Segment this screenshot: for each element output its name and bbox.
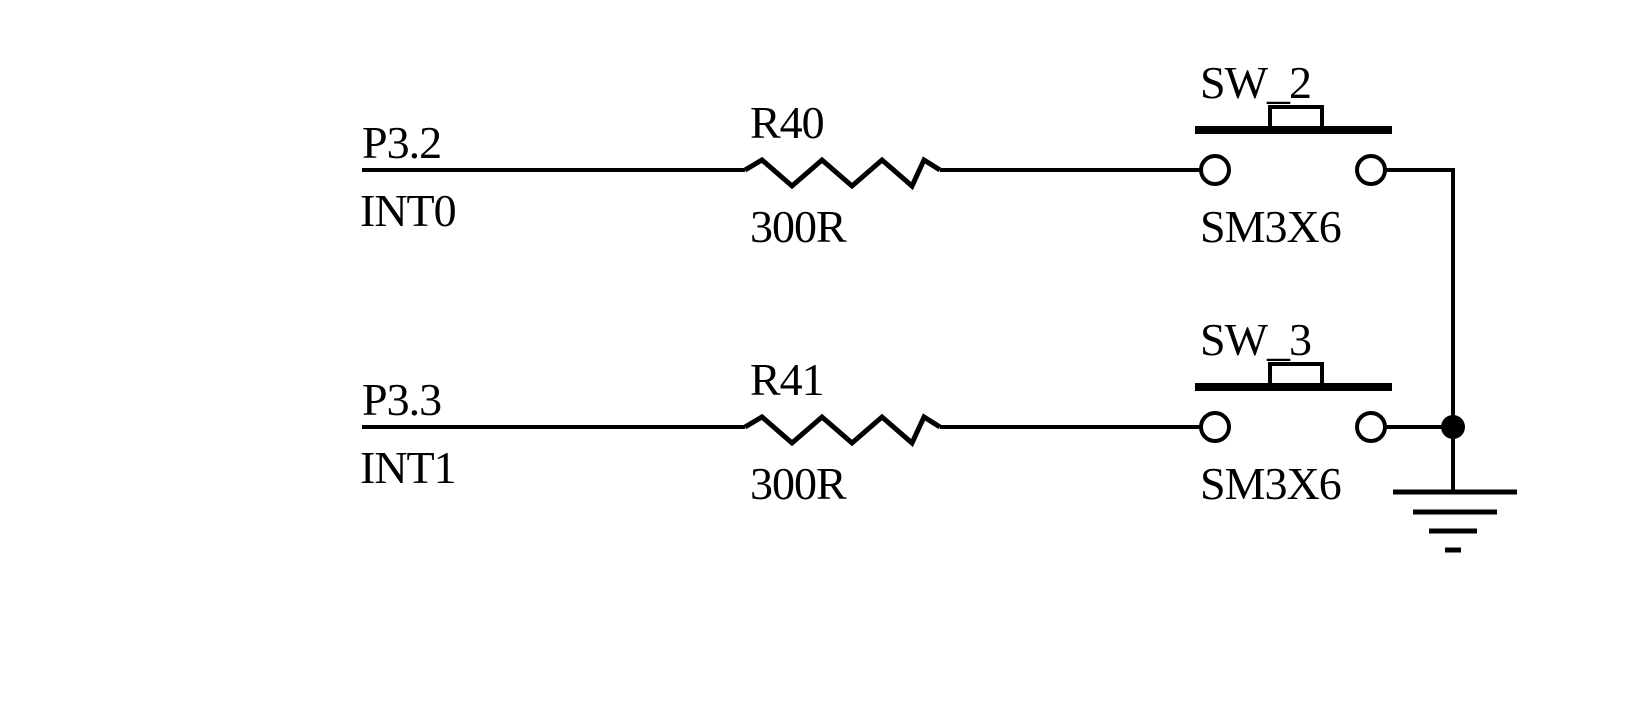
resistor-r41-designator: R41: [750, 354, 824, 405]
switch-sw2-footprint: SM3X6: [1200, 201, 1341, 252]
resistor-r41-value: 300R: [750, 458, 847, 509]
net-label-int1: INT1: [360, 442, 456, 493]
circuit-row-1: P3.2 INT0 R40 300R SW_2 SM3X6: [360, 57, 1455, 427]
ground-icon: [1393, 489, 1517, 553]
resistor-r40-symbol: [743, 156, 942, 191]
resistor-r40-value: 300R: [750, 201, 847, 252]
switch-sw2-designator: SW_2: [1200, 57, 1311, 108]
wire-sw2-to-ground-bus: [1385, 168, 1455, 427]
circuit-row-2: P3.3 INT1 R41 300R SW_3 SM3X6: [360, 314, 1453, 509]
switch-sw3-footprint: SM3X6: [1200, 458, 1341, 509]
switch-sw2-symbol: [1195, 105, 1392, 186]
resistor-r40-designator: R40: [750, 97, 824, 148]
net-label-p3-2: P3.2: [362, 117, 441, 168]
resistor-r41-symbol: [743, 413, 942, 448]
switch-sw3-symbol: [1195, 362, 1392, 443]
net-label-p3-3: P3.3: [362, 374, 441, 425]
switch-sw3-designator: SW_3: [1200, 314, 1311, 365]
net-label-int0: INT0: [360, 185, 456, 236]
